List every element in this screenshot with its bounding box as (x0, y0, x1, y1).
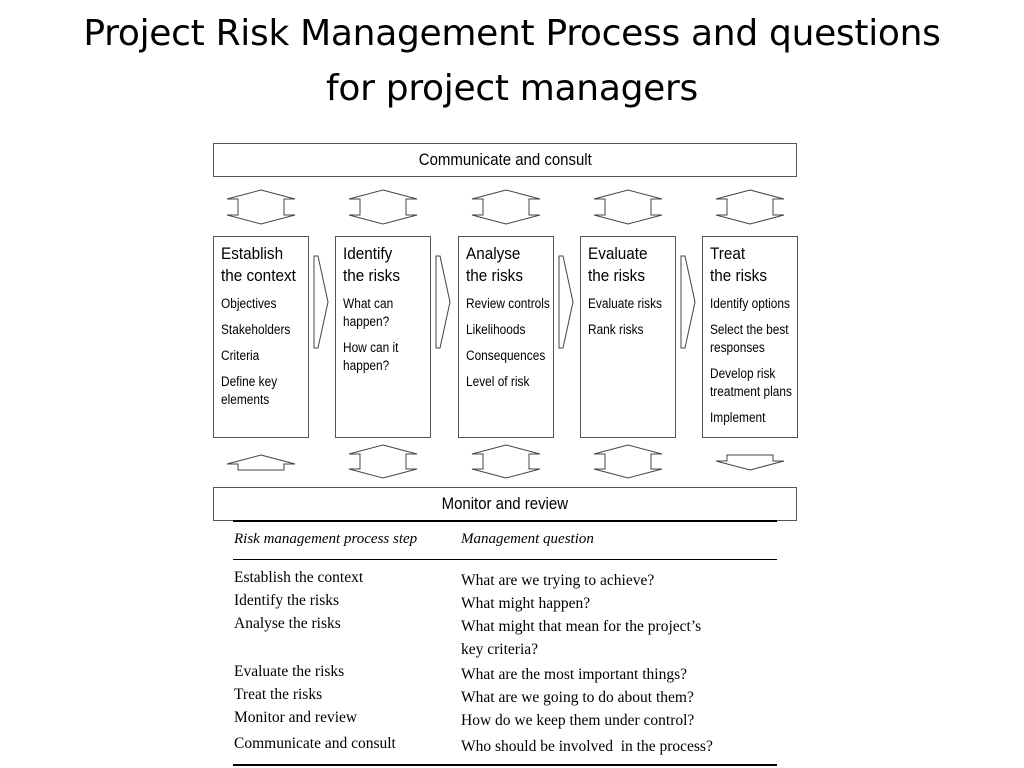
double-arrow-icon (715, 189, 785, 225)
double-arrow-icon (226, 189, 296, 225)
step-item: Likelihoods (466, 322, 526, 337)
row-question: What might happen? (461, 595, 591, 612)
step-title-line-1: Identify (343, 244, 393, 263)
step-title-line-1: Evaluate (588, 244, 648, 263)
step-item: Objectives (221, 296, 277, 311)
step-title-line-2: the risks (343, 266, 400, 285)
step-analyse-risks: Analyse the risks Review controls Likeli… (458, 236, 554, 438)
step-title-line-2: the context (221, 266, 296, 285)
step-item: Identify options (710, 296, 790, 311)
slide-title: Project Risk Management Process and ques… (40, 6, 984, 116)
step-item: Select the best responses (710, 322, 789, 355)
step-item: Review controls (466, 296, 550, 311)
step-establish-context: Establish the context Objectives Stakeho… (213, 236, 309, 438)
step-evaluate-risks: Evaluate the risks Evaluate risks Rank r… (580, 236, 676, 438)
slide-title-line-1: Project Risk Management Process and ques… (83, 13, 941, 54)
step-item: Implement (710, 410, 766, 425)
step-item: What can happen? (343, 296, 394, 329)
step-item: How can it happen? (343, 340, 399, 373)
communicate-consult-label: Communicate and consult (418, 150, 592, 169)
row-question: How do we keep them under control? (461, 712, 695, 729)
step-treat-risks: Treat the risks Identify options Select … (702, 236, 798, 438)
right-arrow-icon (313, 255, 329, 349)
row-question: Who should be involved in the process? (461, 738, 713, 755)
row-step: Establish the context (234, 569, 364, 586)
row-step: Monitor and review (234, 709, 358, 726)
step-title-line-2: the risks (588, 266, 645, 285)
slide-title-line-2: for project managers (326, 68, 698, 109)
row-step: Evaluate the risks (234, 663, 345, 680)
row-question: What are we trying to achieve? (461, 572, 655, 589)
row-step: Treat the risks (234, 686, 323, 703)
step-title-line-2: the risks (710, 266, 767, 285)
double-arrow-icon (471, 189, 541, 225)
right-arrow-icon (680, 255, 696, 349)
step-item: Level of risk (466, 374, 530, 389)
right-arrow-icon (558, 255, 574, 349)
up-arrow-icon (226, 454, 296, 471)
monitor-review-bar: Monitor and review (213, 487, 797, 521)
row-question: What are the most important things? (461, 666, 687, 683)
step-title-line-1: Establish (221, 244, 284, 263)
double-arrow-icon (593, 444, 663, 479)
monitor-review-label: Monitor and review (441, 494, 569, 513)
step-item: Evaluate risks (588, 296, 662, 311)
double-arrow-icon (471, 444, 541, 479)
step-item: Stakeholders (221, 322, 291, 337)
step-item: Consequences (466, 348, 546, 363)
double-arrow-icon (348, 444, 418, 479)
row-step: Identify the risks (234, 592, 340, 609)
step-item: Criteria (221, 348, 260, 363)
header-step: Risk management process step (234, 531, 418, 547)
step-item: Develop risk treatment plans (710, 366, 792, 399)
row-step: Communicate and consult (234, 735, 396, 752)
row-question: What are we going to do about them? (461, 689, 694, 706)
row-step: Analyse the risks (234, 615, 341, 632)
table-header-rule (233, 559, 777, 560)
step-item: Define key elements (221, 374, 278, 407)
down-arrow-icon (715, 454, 785, 471)
communicate-consult-bar: Communicate and consult (213, 143, 797, 177)
row-question: What might that mean for the project’s k… (461, 618, 702, 658)
table-bottom-rule (233, 764, 777, 766)
step-title-line-2: the risks (466, 266, 523, 285)
step-title-line-1: Analyse (466, 244, 521, 263)
table-top-rule (233, 520, 777, 522)
step-item: Rank risks (588, 322, 644, 337)
right-arrow-icon (435, 255, 451, 349)
double-arrow-icon (348, 189, 418, 225)
step-identify-risks: Identify the risks What can happen? How … (335, 236, 431, 438)
double-arrow-icon (593, 189, 663, 225)
header-question: Management question (461, 531, 594, 547)
step-title-line-1: Treat (710, 244, 746, 263)
